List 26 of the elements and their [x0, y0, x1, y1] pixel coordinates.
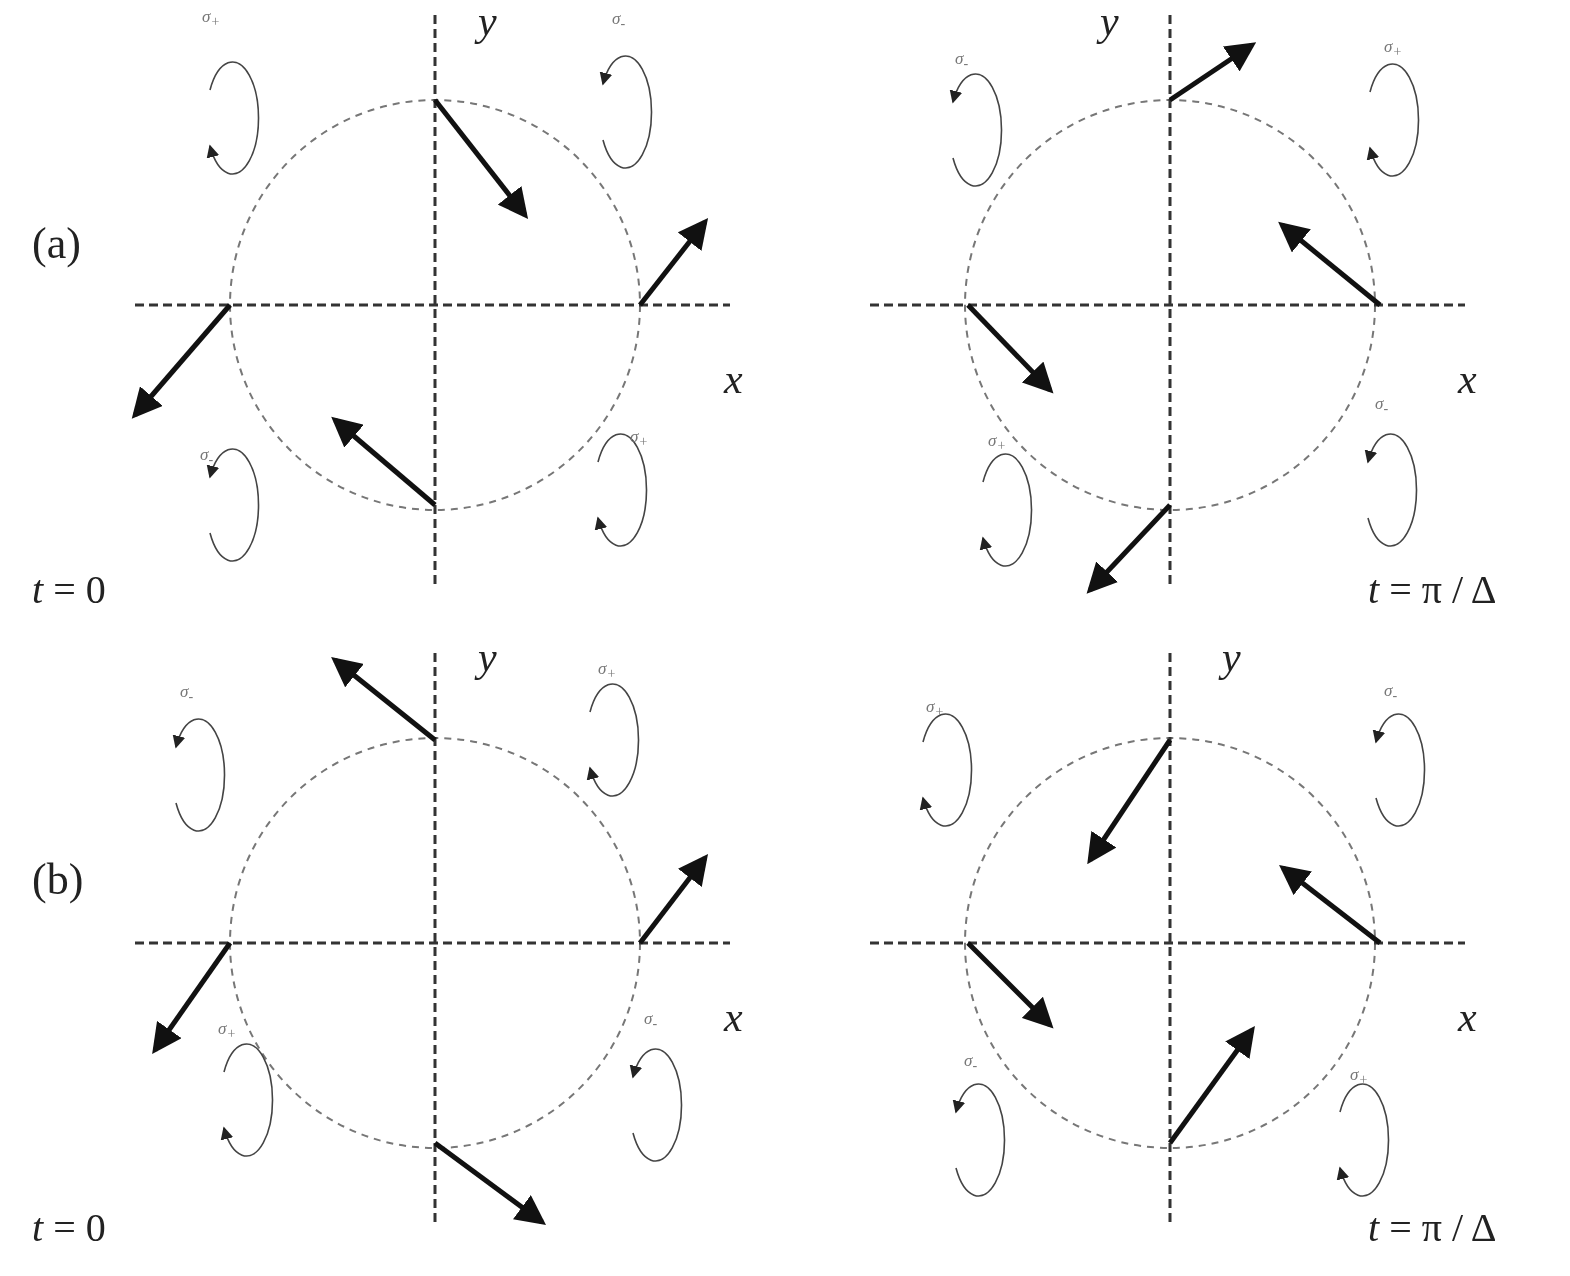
polarization-label: σ$_{+}$ [630, 428, 648, 449]
polarization-label: σ$_{+}$ [926, 698, 944, 719]
polarization-label: σ$_{+}$ [1350, 1066, 1368, 1087]
axis-label: x [724, 996, 743, 1038]
polarization-label: σ$_{+}$ [598, 660, 616, 681]
time-label: t = π / Δ [1368, 570, 1497, 610]
polarization-label: σ$_{+}$ [1384, 38, 1402, 59]
polarization-label: σ$_{+}$ [988, 432, 1006, 453]
panel-label: (b) [32, 858, 84, 902]
polarization-label: σ$_{-}$ [1384, 682, 1398, 703]
polarization-label: σ$_{-}$ [644, 1010, 658, 1031]
time-label: t = 0 [32, 1208, 106, 1248]
polarization-label: σ$_{-}$ [180, 683, 194, 704]
panel-label: (a) [32, 222, 81, 266]
polarization-label: σ$_{-}$ [964, 1052, 978, 1073]
polarization-label: σ$_{+}$ [218, 1020, 236, 1041]
axis-label: x [1458, 996, 1477, 1038]
polarization-label: σ$_{-}$ [200, 446, 214, 467]
polarization-label: σ$_{-}$ [955, 50, 969, 71]
polarization-label: σ$_{-}$ [612, 10, 626, 31]
axis-label: x [724, 358, 743, 400]
polarization-label: σ$_{-}$ [1375, 395, 1389, 416]
axis-label: x [1458, 358, 1477, 400]
time-label: t = 0 [32, 570, 106, 610]
polarization-label: σ$_{+}$ [202, 8, 220, 29]
time-label: t = π / Δ [1368, 1208, 1497, 1248]
